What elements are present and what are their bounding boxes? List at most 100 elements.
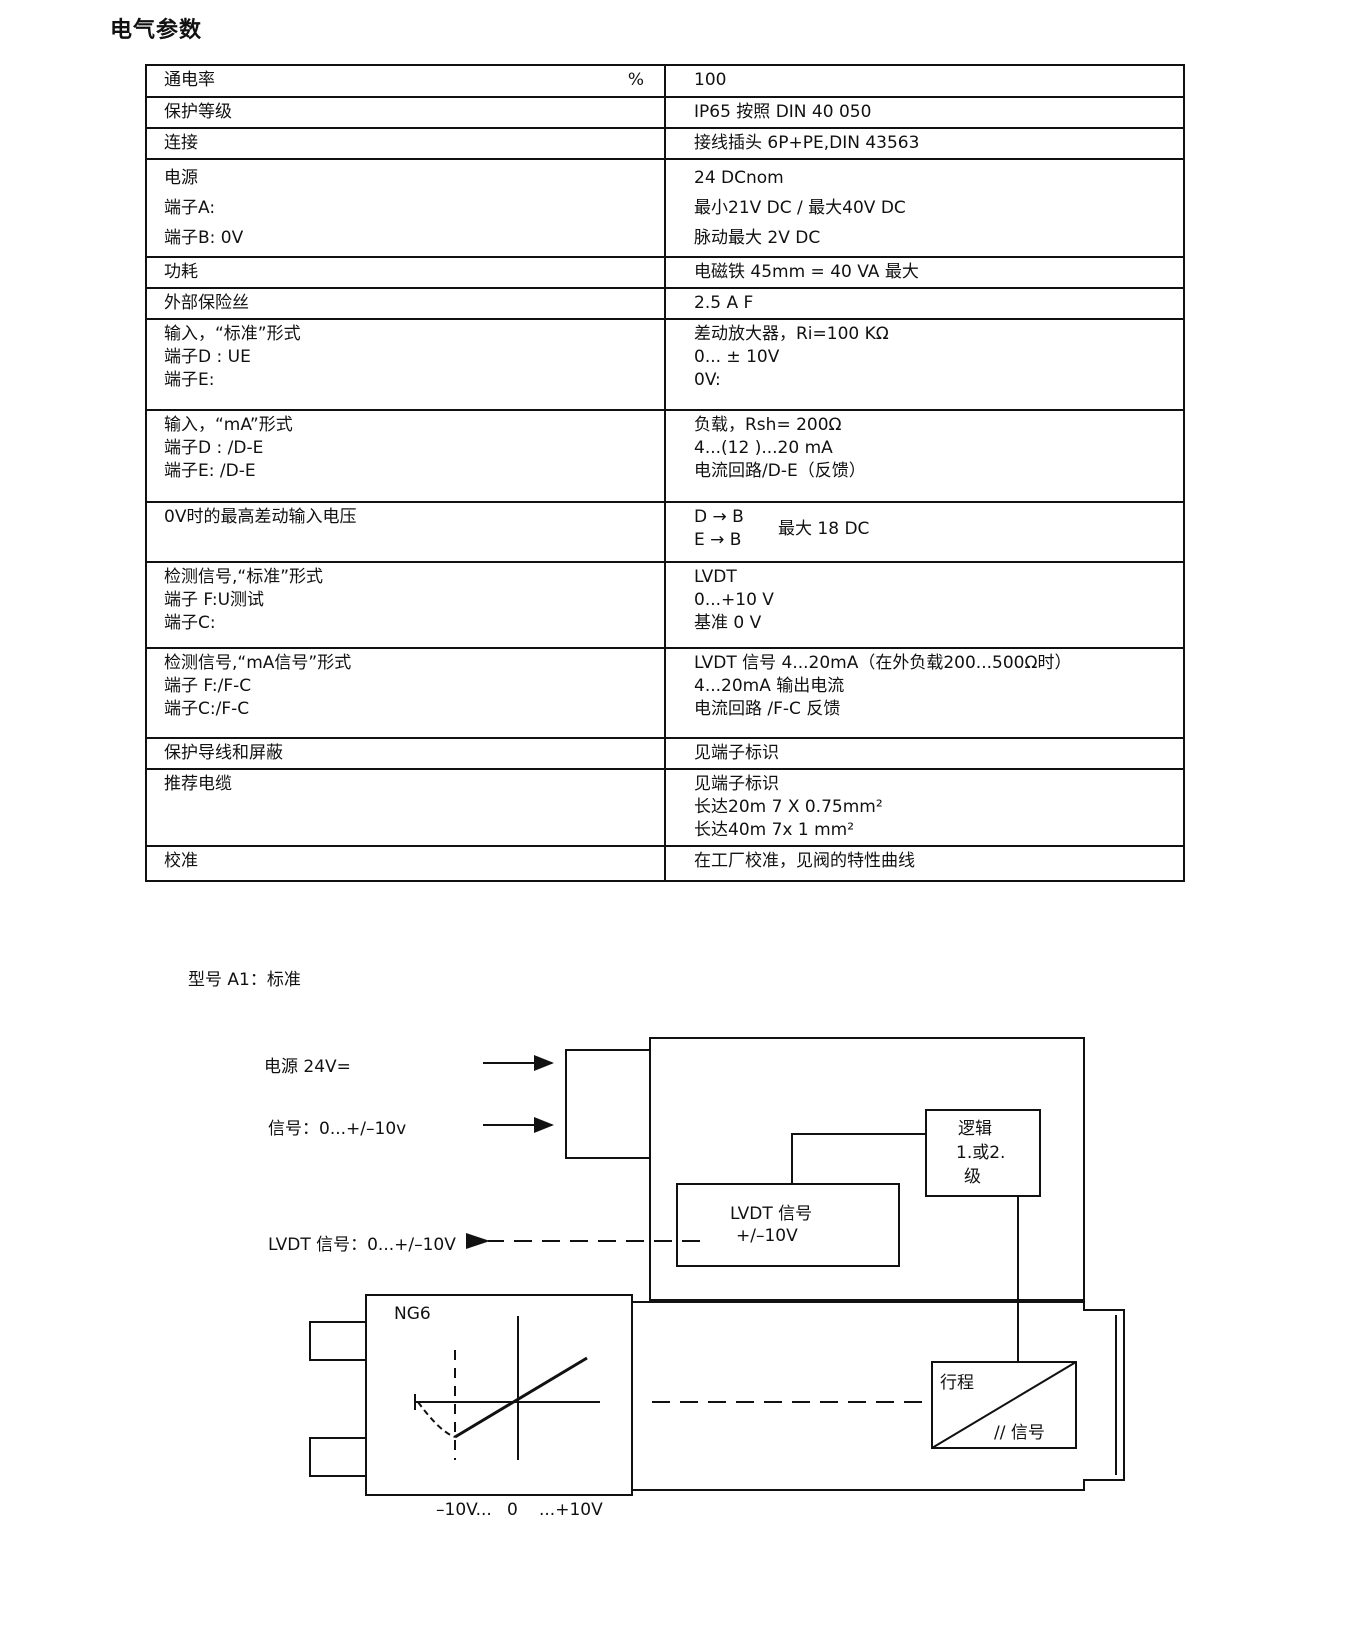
lvdt-logic-link: [791, 1133, 926, 1184]
solenoid-body: [632, 1301, 1125, 1491]
param-label: 端子 F:/F-C: [164, 676, 252, 696]
table-row: 保护导线和屏蔽 见端子标识: [145, 737, 1185, 770]
value-cell: LVDT 0...+10 V 基准 0 V: [664, 561, 1185, 649]
param-value: 长达20m 7 X 0.75mm²: [694, 797, 883, 817]
table-row: 功耗 电磁铁 45mm = 40 VA 最大: [145, 256, 1185, 289]
value-cell: 电磁铁 45mm = 40 VA 最大: [664, 256, 1185, 289]
param-value: D → B: [694, 507, 744, 527]
param-value: LVDT 信号 4...20mA（在外负载200...500Ω时）: [694, 653, 1072, 673]
table-row: 外部保险丝 2.5 A F: [145, 287, 1185, 320]
unit-label: %: [627, 70, 644, 90]
param-cell: 检测信号,“标准”形式 端子 F:U测试 端子C:: [145, 561, 666, 649]
table-row: 校准 在工厂校准，见阀的特性曲线: [145, 845, 1185, 882]
table-row: 输入，“标准”形式 端子D : UE 端子E: 差动放大器，Ri=100 KΩ …: [145, 318, 1185, 411]
param-label: 端子C:: [164, 613, 216, 633]
param-label: 保护等级: [164, 102, 232, 122]
param-cell: % 通电率: [145, 64, 666, 98]
param-label: 通电率: [164, 70, 215, 90]
param-value: 4...20mA 输出电流: [694, 676, 845, 696]
param-label: 推荐电缆: [164, 774, 232, 794]
param-value: 100: [694, 70, 727, 90]
value-cell: 2.5 A F: [664, 287, 1185, 320]
power-label: 电源 24V=: [264, 1057, 351, 1077]
curve-positive: [454, 1356, 588, 1439]
port-top: [309, 1321, 367, 1361]
param-label: 检测信号,“mA信号”形式: [164, 653, 352, 673]
param-value: 差动放大器，Ri=100 KΩ: [694, 324, 889, 344]
param-value: 电磁铁 45mm = 40 VA 最大: [694, 262, 919, 282]
table-row: 保护等级 IP65 按照 DIN 40 050: [145, 96, 1185, 129]
param-label: 端子D : UE: [164, 347, 251, 367]
table-row: 推荐电缆 见端子标识 长达20m 7 X 0.75mm² 长达40m 7x 1 …: [145, 768, 1185, 847]
logic-box-text: 逻辑 1.或2. 级: [956, 1117, 1005, 1189]
param-label: 端子A:: [164, 198, 216, 218]
connector-block: [565, 1049, 651, 1159]
param-label: 保护导线和屏蔽: [164, 743, 283, 763]
param-label: 外部保险丝: [164, 293, 249, 313]
param-label: 端子C:/F-C: [164, 699, 250, 719]
page-title: 电气参数: [110, 18, 203, 43]
table-row: 电源 端子A: 端子B: 0V 24 DCnom 最小21V DC / 最大40…: [145, 158, 1185, 258]
logic-box: [925, 1109, 1041, 1197]
axis-label-zero: 0: [507, 1500, 518, 1520]
param-value: 0... ± 10V: [694, 347, 780, 367]
param-cell: 输入，“标准”形式 端子D : UE 端子E:: [145, 318, 666, 411]
param-cell: 推荐电缆: [145, 768, 666, 847]
ng6-valve: [365, 1294, 633, 1496]
model-title: 型号 A1：标准: [188, 970, 301, 990]
lvdt-box-line: +/–10V: [736, 1226, 798, 1246]
electronics-housing: [649, 1037, 1085, 1301]
param-value: 24 DCnom: [694, 168, 784, 188]
lvdt-box-line: LVDT 信号: [730, 1204, 813, 1224]
param-label: 端子D : /D-E: [164, 438, 264, 458]
table-row: 检测信号,“mA信号”形式 端子 F:/F-C 端子C:/F-C LVDT 信号…: [145, 647, 1185, 739]
value-cell: 接线插头 6P+PE,DIN 43563: [664, 127, 1185, 160]
param-value: 电流回路 /F-C 反馈: [694, 699, 841, 719]
param-label: 校准: [164, 851, 198, 871]
param-label: 0V时的最高差动输入电压: [164, 507, 357, 527]
logic-box-line: 1.或2.: [956, 1143, 1006, 1163]
param-value: 电流回路/D-E（反馈）: [694, 461, 866, 481]
axis-label-min: –10V...: [436, 1500, 492, 1520]
port-bottom: [309, 1437, 367, 1477]
param-value: 见端子标识: [694, 774, 779, 794]
value-cell: 见端子标识: [664, 737, 1185, 770]
param-cell: 输入，“mA”形式 端子D : /D-E 端子E: /D-E: [145, 409, 666, 503]
param-cell: 检测信号,“mA信号”形式 端子 F:/F-C 端子C:/F-C: [145, 647, 666, 739]
signal-label: 信号：0...+/–10v: [268, 1119, 407, 1139]
lvdt-out-label: LVDT 信号：0...+/–10V: [268, 1235, 456, 1255]
value-cell: 负载，Rsh= 200Ω 4...(12 )...20 mA 电流回路/D-E（…: [664, 409, 1185, 503]
param-cell: 功耗: [145, 256, 666, 289]
curve-negative: [417, 1401, 456, 1438]
param-cell: 校准: [145, 845, 666, 882]
stroke-label: 行程: [940, 1373, 974, 1393]
value-cell: IP65 按照 DIN 40 050: [664, 96, 1185, 129]
param-value: IP65 按照 DIN 40 050: [694, 102, 872, 122]
lvdt-box: [676, 1183, 900, 1267]
stroke-signal-label: // 信号: [994, 1423, 1045, 1443]
param-value: 在工厂校准，见阀的特性曲线: [694, 851, 915, 871]
param-value: 脉动最大 2V DC: [694, 228, 821, 248]
axis-label-max: ...+10V: [539, 1500, 603, 1520]
value-cell: D → B E → B 最大 18 DC: [664, 501, 1185, 563]
param-value: 见端子标识: [694, 743, 779, 763]
table-row: 0V时的最高差动输入电压 D → B E → B 最大 18 DC: [145, 501, 1185, 563]
param-cell: 外部保险丝: [145, 287, 666, 320]
param-label: 端子 F:U测试: [164, 590, 265, 610]
param-cell: 电源 端子A: 端子B: 0V: [145, 158, 666, 258]
param-value: 接线插头 6P+PE,DIN 43563: [694, 133, 920, 153]
param-label: 输入，“标准”形式: [164, 324, 301, 344]
param-cell: 连接: [145, 127, 666, 160]
table-row: 连接 接线插头 6P+PE,DIN 43563: [145, 127, 1185, 160]
param-cell: 0V时的最高差动输入电压: [145, 501, 666, 563]
param-value: 2.5 A F: [694, 293, 754, 313]
param-label: 检测信号,“标准”形式: [164, 567, 324, 587]
param-value: 最小21V DC / 最大40V DC: [694, 198, 906, 218]
param-cell: 保护导线和屏蔽: [145, 737, 666, 770]
table-row: % 通电率 100: [145, 64, 1185, 98]
param-value: 基准 0 V: [694, 613, 762, 633]
param-label: 输入，“mA”形式: [164, 415, 293, 435]
value-cell: 100: [664, 64, 1185, 98]
stroke-signal-diagonal: [931, 1361, 1077, 1449]
